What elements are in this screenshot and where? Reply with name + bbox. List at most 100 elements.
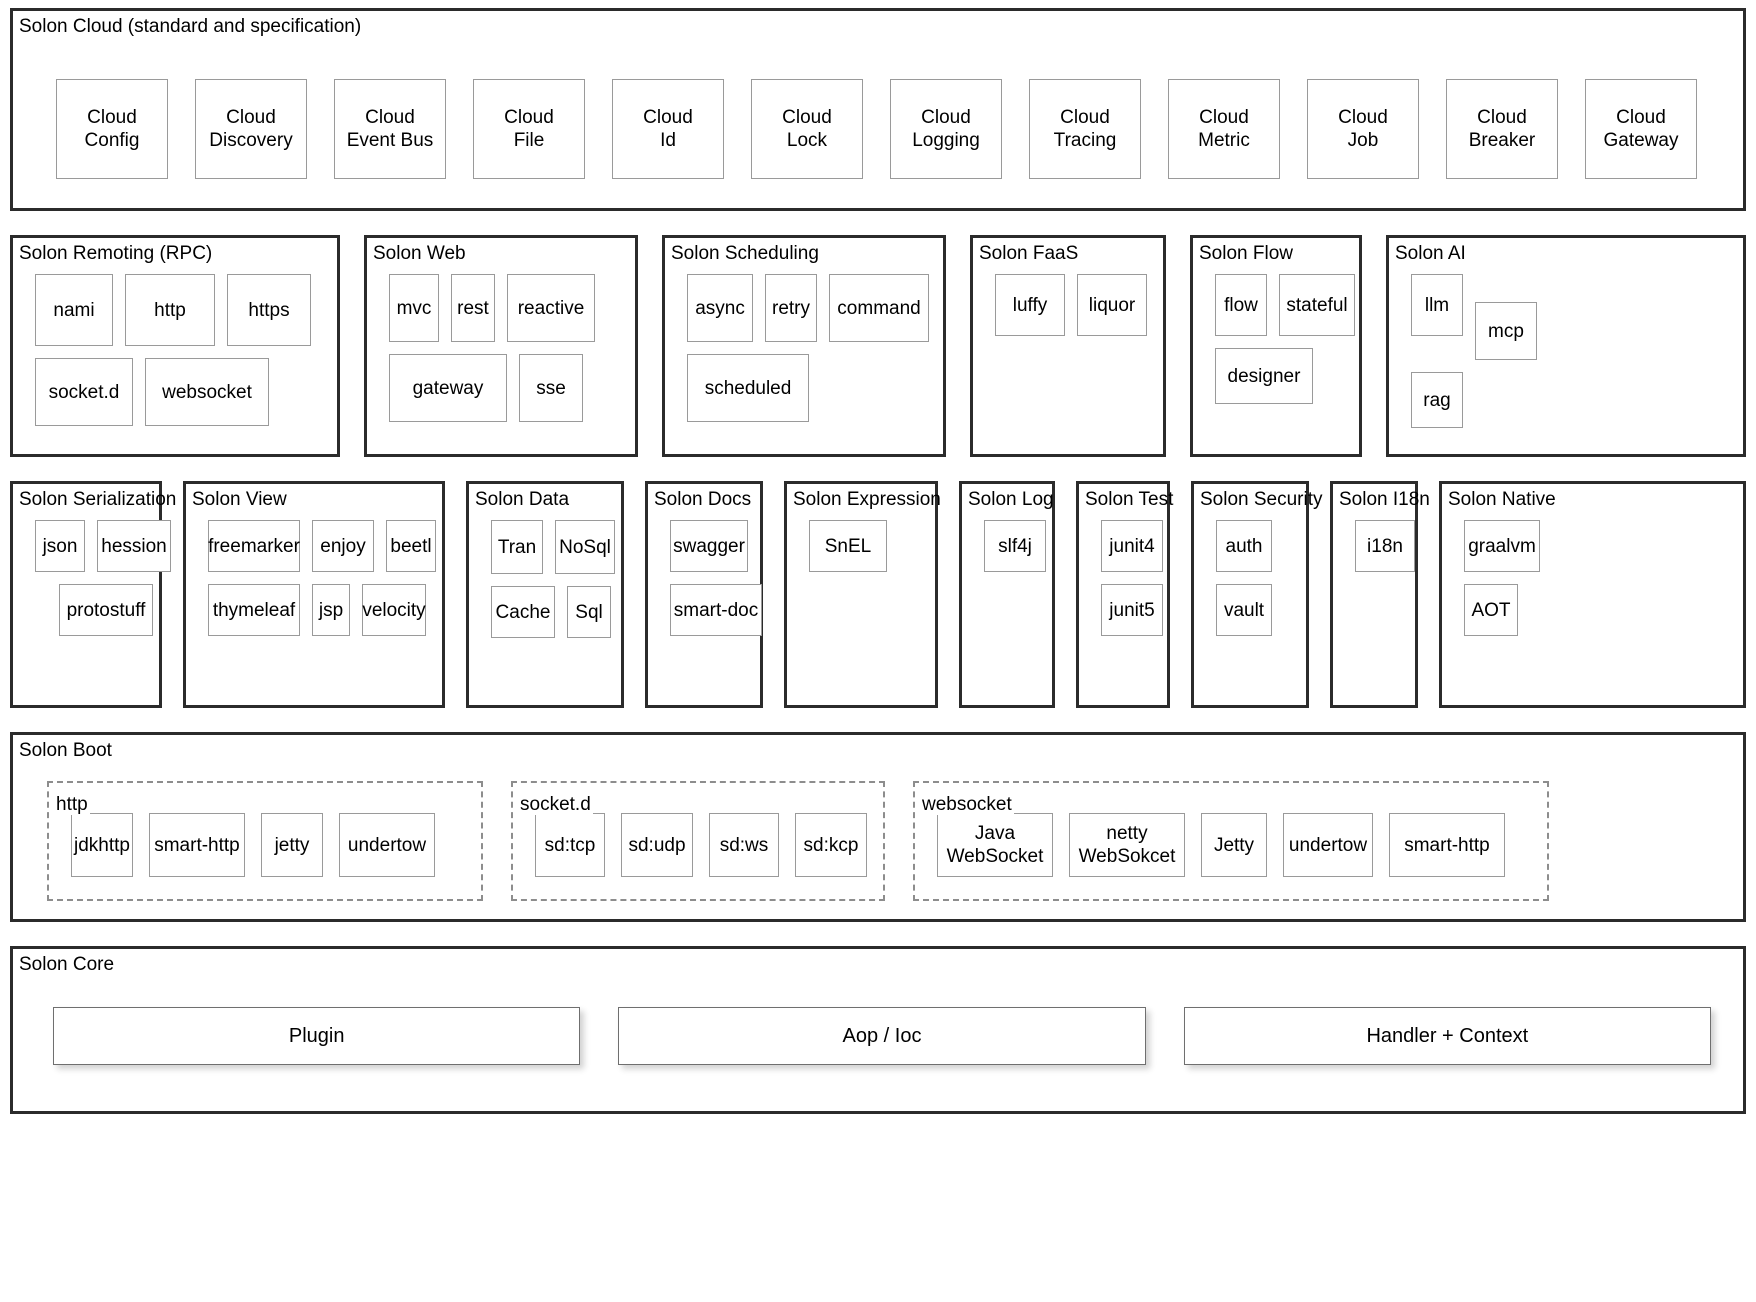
boot-module-jetty-ws[interactable]: Jetty (1201, 813, 1267, 877)
module-rag[interactable]: rag (1411, 372, 1463, 428)
module-flow[interactable]: flow (1215, 274, 1267, 336)
module-smart-doc[interactable]: smart-doc (670, 584, 762, 636)
core-module-plugin[interactable]: Plugin (53, 1007, 581, 1065)
module-cloud-breaker[interactable]: Cloud Breaker (1446, 79, 1558, 179)
module-label-line2: Metric (1198, 130, 1250, 151)
boot-module-smart-http[interactable]: smart-http (149, 813, 245, 877)
module-retry[interactable]: retry (765, 274, 817, 342)
group-title-solon-faas: Solon FaaS (979, 243, 1079, 264)
module-scheduled[interactable]: scheduled (687, 354, 809, 422)
module-llm[interactable]: llm (1411, 274, 1463, 336)
module-mvc[interactable]: mvc (389, 274, 439, 342)
module-cloud-logging[interactable]: Cloud Logging (890, 79, 1002, 179)
test-modules: junit4 junit5 (1079, 510, 1167, 636)
module-beetl[interactable]: beetl (386, 520, 436, 572)
module-junit4[interactable]: junit4 (1101, 520, 1163, 572)
group-solon-test: Solon Test junit4 junit5 (1076, 481, 1173, 708)
module-json[interactable]: json (35, 520, 85, 572)
flow-row-1: flow stateful (1193, 274, 1359, 336)
module-freemarker[interactable]: freemarker (208, 520, 300, 572)
module-websocket[interactable]: websocket (145, 358, 269, 426)
boot-module-sd-tcp[interactable]: sd:tcp (535, 813, 605, 877)
module-velocity[interactable]: velocity (362, 584, 426, 636)
boot-module-netty-websocket[interactable]: netty WebSokcet (1069, 813, 1185, 877)
group-title-solon-serialization: Solon Serialization (19, 489, 177, 510)
module-aot[interactable]: AOT (1464, 584, 1518, 636)
group-solon-core: Solon Core Plugin Aop / Ioc Handler + Co… (10, 946, 1746, 1114)
module-nosql[interactable]: NoSql (555, 520, 615, 574)
core-module-aop-ioc[interactable]: Aop / Ioc (618, 1007, 1146, 1065)
module-label-line2: Logging (912, 130, 980, 151)
core-module-handler-context[interactable]: Handler + Context (1183, 1007, 1711, 1065)
module-https[interactable]: https (227, 274, 311, 346)
boot-module-sd-ws[interactable]: sd:ws (709, 813, 779, 877)
module-i18n[interactable]: i18n (1355, 520, 1415, 572)
view-modules: freemarker enjoy beetl thymeleaf jsp vel… (186, 510, 442, 636)
module-socket-d[interactable]: socket.d (35, 358, 133, 426)
module-swagger[interactable]: swagger (670, 520, 748, 572)
boot-socketd-items: sd:tcp sd:udp sd:ws sd:kcp (535, 813, 867, 877)
module-sse[interactable]: sse (519, 354, 583, 422)
module-sql[interactable]: Sql (567, 586, 611, 638)
module-auth[interactable]: auth (1216, 520, 1272, 572)
module-luffy[interactable]: luffy (995, 274, 1065, 336)
module-reactive[interactable]: reactive (507, 274, 595, 342)
group-title-solon-flow: Solon Flow (1199, 243, 1293, 264)
module-cloud-event-bus[interactable]: Cloud Event Bus (334, 79, 446, 179)
module-enjoy[interactable]: enjoy (312, 520, 374, 572)
boot-module-jetty[interactable]: jetty (261, 813, 323, 877)
boot-module-sd-kcp[interactable]: sd:kcp (795, 813, 867, 877)
boot-module-undertow-ws[interactable]: undertow (1283, 813, 1373, 877)
boot-subgroups: http jdkhttp smart-http jetty undertow s… (47, 781, 1721, 901)
module-label-line1: Cloud (226, 107, 276, 128)
module-hession[interactable]: hession (97, 520, 171, 572)
module-graalvm[interactable]: graalvm (1464, 520, 1540, 572)
module-cloud-job[interactable]: Cloud Job (1307, 79, 1419, 179)
boot-subgroup-websocket: websocket Java WebSocket netty WebSokcet… (913, 781, 1549, 901)
module-cloud-metric[interactable]: Cloud Metric (1168, 79, 1280, 179)
module-cloud-file[interactable]: Cloud File (473, 79, 585, 179)
module-cloud-id[interactable]: Cloud Id (612, 79, 724, 179)
module-protostuff[interactable]: protostuff (59, 584, 153, 636)
module-vault[interactable]: vault (1216, 584, 1272, 636)
module-snel[interactable]: SnEL (809, 520, 887, 572)
module-command[interactable]: command (829, 274, 929, 342)
boot-module-sd-udp[interactable]: sd:udp (621, 813, 693, 877)
module-cache[interactable]: Cache (491, 586, 555, 638)
module-rest[interactable]: rest (451, 274, 495, 342)
module-cloud-discovery[interactable]: Cloud Discovery (195, 79, 307, 179)
module-mcp[interactable]: mcp (1475, 302, 1537, 360)
module-label-line2: File (513, 130, 545, 151)
web-row-1: mvc rest reactive (367, 274, 635, 342)
boot-module-java-websocket[interactable]: Java WebSocket (937, 813, 1053, 877)
module-gateway[interactable]: gateway (389, 354, 507, 422)
group-title-solon-docs: Solon Docs (654, 489, 752, 510)
module-thymeleaf[interactable]: thymeleaf (208, 584, 300, 636)
group-title-solon-native: Solon Native (1448, 489, 1556, 510)
module-stateful[interactable]: stateful (1279, 274, 1355, 336)
boot-module-undertow[interactable]: undertow (339, 813, 435, 877)
module-tran[interactable]: Tran (491, 520, 543, 574)
module-junit5[interactable]: junit5 (1101, 584, 1163, 636)
boot-module-jdkhttp[interactable]: jdkhttp (71, 813, 133, 877)
module-cloud-config[interactable]: Cloud Config (56, 79, 168, 179)
module-liquor[interactable]: liquor (1077, 274, 1147, 336)
group-title-solon-boot: Solon Boot (19, 740, 112, 761)
scheduling-row-1: async retry command (665, 274, 943, 342)
ai-modules: llm mcp rag (1389, 264, 1743, 428)
module-label-line2: Id (660, 130, 676, 151)
module-cloud-tracing[interactable]: Cloud Tracing (1029, 79, 1141, 179)
module-cloud-gateway[interactable]: Cloud Gateway (1585, 79, 1697, 179)
data-row-2: Cache Sql (469, 586, 621, 638)
module-async[interactable]: async (687, 274, 753, 342)
module-label-line2: Lock (786, 130, 828, 151)
module-http[interactable]: http (125, 274, 215, 346)
boot-module-smart-http-ws[interactable]: smart-http (1389, 813, 1505, 877)
module-designer[interactable]: designer (1215, 348, 1313, 404)
module-cloud-lock[interactable]: Cloud Lock (751, 79, 863, 179)
module-jsp[interactable]: jsp (312, 584, 350, 636)
module-nami[interactable]: nami (35, 274, 113, 346)
view-row-2: thymeleaf jsp velocity (186, 584, 442, 636)
module-slf4j[interactable]: slf4j (984, 520, 1046, 572)
module-label-line1: Cloud (1477, 107, 1527, 128)
